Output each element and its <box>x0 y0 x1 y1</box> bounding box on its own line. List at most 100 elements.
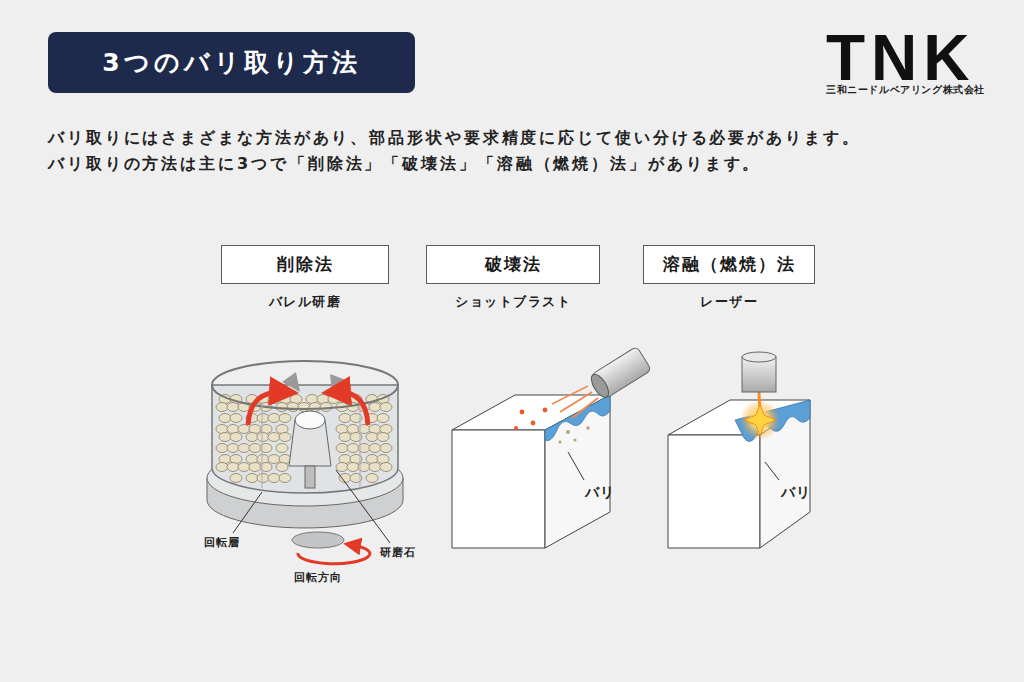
abrasive-stone <box>238 425 250 434</box>
abrasive-stone <box>227 403 239 412</box>
abrasive-stone <box>279 433 291 442</box>
leader-line <box>765 462 779 480</box>
bowl-seam <box>262 402 263 488</box>
abrasive-stone <box>249 463 261 472</box>
spark-glow <box>740 400 780 440</box>
title-text: 3つのバリ取り方法 <box>102 46 360 79</box>
title-band: 3つのバリ取り方法 <box>48 32 415 93</box>
shaft <box>305 466 315 488</box>
abrasive-stone <box>339 414 351 423</box>
abrasive-stone <box>328 395 340 404</box>
burr-label: バリ <box>781 484 811 501</box>
abrasive-stone <box>377 433 389 442</box>
abrasive-stone <box>309 403 321 412</box>
abrasive-stone <box>366 433 378 442</box>
flow-arrow <box>336 392 368 425</box>
abrasive-stone <box>369 444 381 453</box>
abrasive-stone <box>339 433 351 442</box>
abrasive-stone <box>227 463 239 472</box>
intro-text: バリ取りにはさまざまな方法があり、部品形状や要求精度に応じて使い分ける必要があり… <box>48 128 861 147</box>
shot-blast-figure <box>452 346 651 548</box>
abrasive-stone <box>257 414 269 423</box>
abrasive-stone <box>249 425 261 434</box>
abrasive-stone <box>347 425 359 434</box>
abrasive-stone <box>290 395 302 404</box>
abrasive-stone <box>347 444 359 453</box>
abrasive-stone <box>276 403 288 412</box>
method-name: 破壊法 <box>485 253 542 276</box>
cube-front <box>452 430 545 548</box>
abrasive-stone <box>230 414 242 423</box>
logo-mark: TNK <box>826 26 976 90</box>
shot <box>543 408 548 413</box>
abrasive-stone <box>219 414 231 423</box>
abrasive-stone <box>276 444 288 453</box>
abrasive-stone <box>257 433 269 442</box>
method-example: バレル研磨 <box>221 293 389 311</box>
cone-top <box>295 411 325 429</box>
blast-streak <box>552 386 588 404</box>
abrasive-stone <box>320 403 332 412</box>
abrasive-stone <box>380 403 392 412</box>
blast-streak <box>560 392 592 412</box>
debris <box>586 426 590 430</box>
part-label: 回転方向 <box>294 571 342 584</box>
flow-arrow <box>248 392 284 425</box>
abrasive-stone <box>366 474 378 483</box>
method-node: 破壊法ショットブラスト <box>426 245 600 311</box>
abrasive-stone <box>336 444 348 453</box>
abrasive-stone <box>380 463 392 472</box>
nozzle <box>587 346 651 400</box>
abrasive-stone <box>347 463 359 472</box>
abrasive-stone <box>369 403 381 412</box>
burr-edge <box>735 400 810 442</box>
abrasive-stone <box>298 403 310 412</box>
abrasive-stone <box>317 395 329 404</box>
abrasive-stone <box>276 463 288 472</box>
barrel-machine <box>207 361 403 564</box>
abrasive-stone <box>336 463 348 472</box>
method-box: 溶融（燃焼）法 <box>643 245 815 284</box>
intro-text: バリ取りの方法は主に3つで「削除法」「破壊法」「溶融（燃焼）法」があります。 <box>48 154 761 173</box>
blast-streak <box>572 398 598 418</box>
abrasive-stone <box>279 474 291 483</box>
method-name: 削除法 <box>277 253 334 276</box>
abrasive-stone <box>339 455 351 464</box>
cube-front <box>668 435 760 548</box>
abrasive-stone <box>230 433 242 442</box>
abrasive-stone <box>219 433 231 442</box>
shot <box>531 421 536 426</box>
abrasive-stone <box>306 395 318 404</box>
abrasive-stone <box>216 425 228 434</box>
shot <box>514 426 518 430</box>
bowl-seam <box>360 404 361 488</box>
abrasive-stone <box>246 433 258 442</box>
debris <box>558 440 561 443</box>
cube-side <box>545 395 610 548</box>
debris <box>573 438 576 441</box>
abrasive-stone <box>380 425 392 434</box>
laser-head-top <box>742 352 776 362</box>
abrasive-stone <box>268 433 280 442</box>
leader-line <box>233 492 262 533</box>
abrasive-stone <box>249 444 261 453</box>
abrasive-stone <box>380 444 392 453</box>
abrasive-stone <box>257 474 269 483</box>
abrasive-stone <box>227 444 239 453</box>
abrasive-stone <box>287 403 299 412</box>
method-box: 削除法 <box>221 245 389 284</box>
abrasive-stone <box>246 455 258 464</box>
abrasive-stone <box>377 414 389 423</box>
abrasive-stone <box>227 425 239 434</box>
abrasive-stone <box>216 444 228 453</box>
laser-figure <box>668 352 810 548</box>
rotation-arrow <box>298 545 370 564</box>
abrasive-stone <box>339 474 351 483</box>
abrasive-stone <box>238 444 250 453</box>
abrasive-stone <box>369 463 381 472</box>
abrasive-stone <box>238 463 250 472</box>
method-box: 破壊法 <box>426 245 600 284</box>
burr-label: バリ <box>585 484 615 501</box>
method-node: 削除法バレル研磨 <box>221 245 389 311</box>
